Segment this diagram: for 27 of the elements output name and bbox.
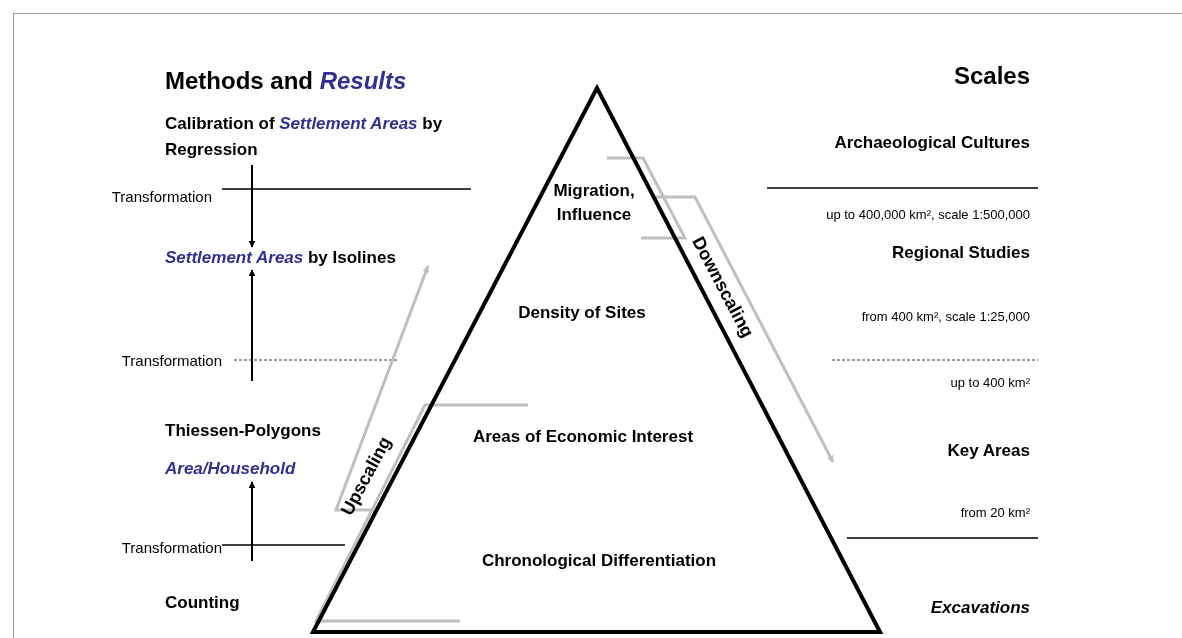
level-label: Areas of Economic Interest — [471, 426, 695, 448]
method-label: Thiessen-Polygons — [165, 420, 321, 442]
arrow — [654, 195, 835, 463]
level-label: Migration, Influence — [552, 180, 636, 226]
scale-label: Excavations — [930, 597, 1030, 619]
method-result-label: Area/Household — [165, 456, 315, 482]
arrow — [248, 481, 256, 562]
scale-label: Key Areas — [947, 440, 1030, 462]
level-label: Chronological Differentiation — [480, 550, 718, 572]
method-result-label: Settlement Areas by Isolines — [165, 246, 429, 270]
method-label: Counting — [165, 592, 240, 614]
scale-note: up to 400,000 km², scale 1:500,000 — [826, 206, 1030, 224]
level-label: Density of Sites — [517, 302, 647, 324]
method-result-label: Calibration of Settlement Areas by Regression — [165, 111, 477, 165]
arrow — [333, 265, 430, 512]
scale-note: from 400 km², scale 1:25,000 — [861, 308, 1030, 326]
scale-note: up to 400 km² — [950, 374, 1030, 392]
arrow — [248, 269, 256, 382]
column-heading: Scales — [953, 61, 1030, 91]
arrow — [248, 164, 256, 248]
transformation-label: Transformation — [121, 351, 222, 371]
transformation-label: Transformation — [111, 187, 212, 207]
transformation-label: Transformation — [121, 538, 222, 558]
column-heading: Methods and Results — [165, 66, 407, 96]
scale-note: from 20 km² — [960, 504, 1030, 522]
scale-label: Archaeological Cultures — [834, 132, 1030, 154]
scale-label: Regional Studies — [892, 242, 1030, 264]
